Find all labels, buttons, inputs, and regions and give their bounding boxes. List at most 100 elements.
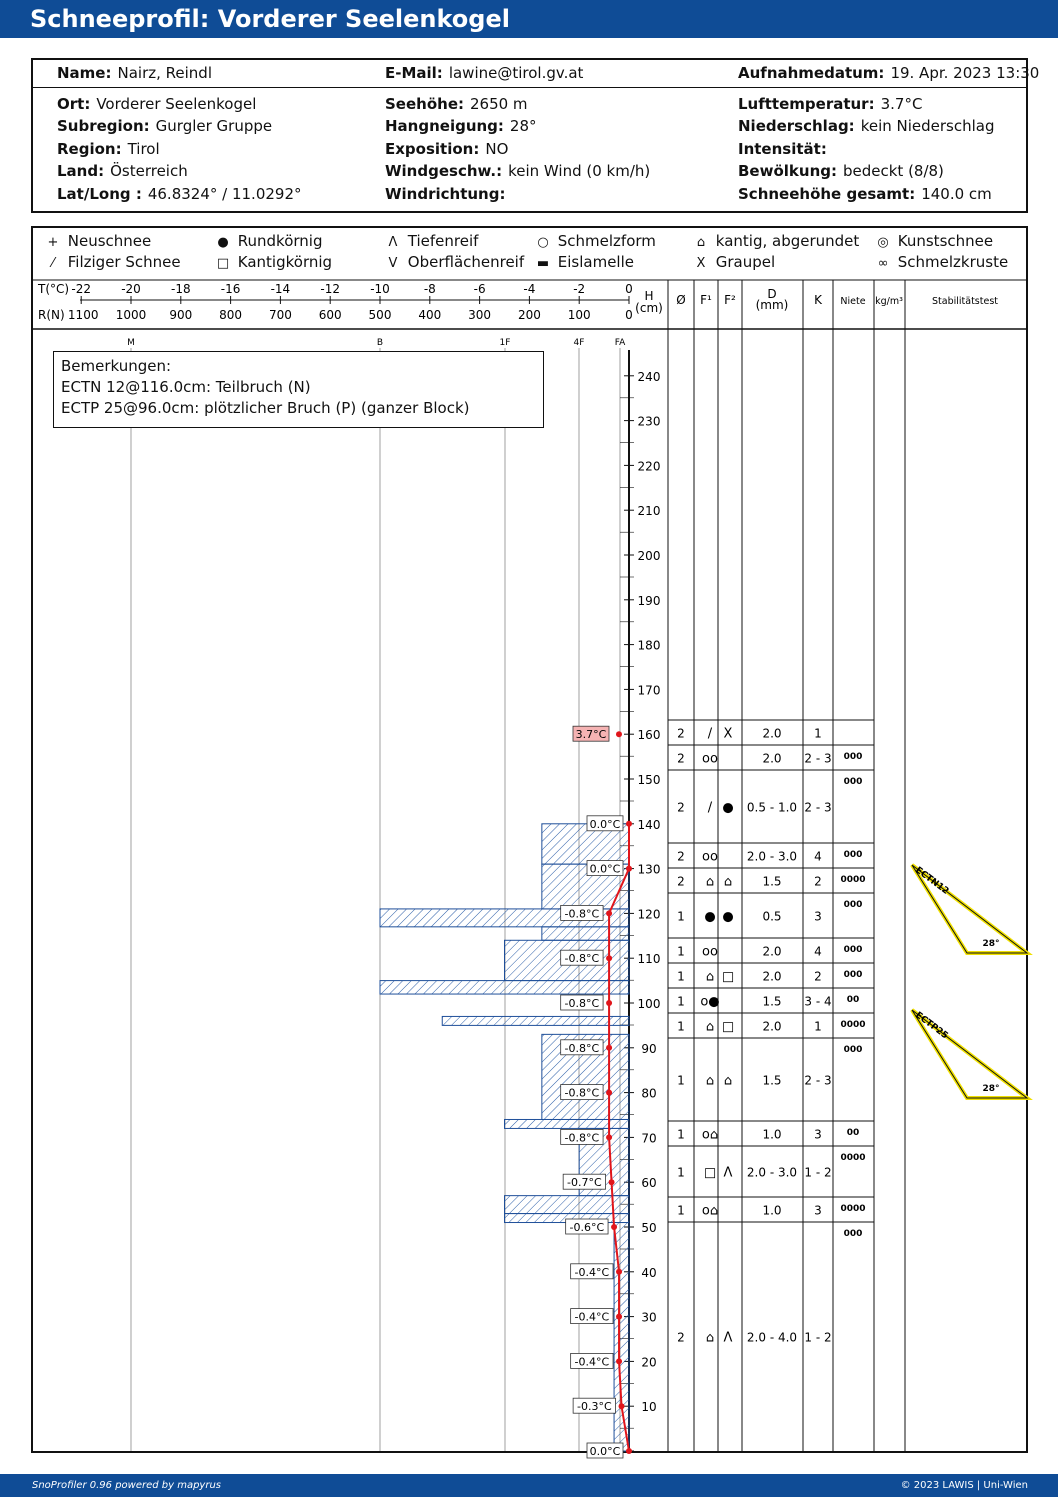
- res-tick-label: 800: [219, 308, 242, 322]
- layer-grain-form-2: Λ: [724, 1331, 733, 1346]
- legend-symbol-icon: ◎: [877, 235, 889, 250]
- page-title: Schneeprofil: Vorderer Seelenkogel: [0, 0, 1058, 38]
- field-subregion: Subregion:Gurgler Gruppe: [57, 117, 273, 135]
- temp-tick-label: -16: [221, 282, 241, 296]
- layer-hardness: 2 - 3: [804, 752, 831, 766]
- temperature-label: -0.8°C: [565, 952, 600, 965]
- height-tick-label: 150: [638, 773, 661, 787]
- temperature-point: [626, 865, 632, 872]
- temperature-label: -0.4°C: [575, 1266, 610, 1279]
- height-tick-label: 180: [638, 639, 661, 653]
- res-tick-label: 200: [518, 308, 541, 322]
- legend-item: Λ Tiefenreif: [383, 232, 479, 250]
- layer-moisture: 1: [677, 910, 685, 924]
- temperature-point: [626, 820, 632, 827]
- height-tick-label: 210: [638, 504, 661, 518]
- height-tick-label: 240: [638, 370, 661, 384]
- temperature-point: [616, 1358, 623, 1365]
- remarks-box: Bemerkungen: ECTN 12@116.0cm: Teilbruch …: [53, 351, 544, 428]
- layer-niete: 000: [844, 850, 863, 860]
- hardness-layer-bar: [504, 1118, 630, 1129]
- stability-test-outline: [911, 1009, 1029, 1099]
- res-tick-label: 100: [568, 308, 591, 322]
- layer-hardness: 1: [814, 727, 822, 741]
- temperature-label-box: [560, 1084, 604, 1100]
- temperature-label: -0.4°C: [575, 1311, 610, 1324]
- field-seehoehe: Seehöhe:2650 m: [385, 95, 528, 113]
- legend-symbol-icon: ⁄: [51, 256, 55, 271]
- layer-niete: 000: [844, 1229, 863, 1239]
- res-tick-label: 1100: [68, 308, 99, 322]
- legend-label: Schmelzkruste: [893, 253, 1009, 271]
- layer-grain-form-1: oo: [702, 850, 718, 865]
- layer-grain-form-2: ●: [722, 801, 733, 816]
- temperature-point: [606, 910, 613, 917]
- field-email: E-Mail:lawine@tirol.gv.at: [385, 64, 584, 82]
- layer-grain-form-1: o⌂: [702, 1128, 718, 1143]
- height-tick-label: 110: [638, 952, 661, 966]
- layer-niete: 0000: [840, 1020, 865, 1030]
- layer-moisture: 2: [677, 850, 685, 864]
- layer-hardness: 2 - 3: [804, 1074, 831, 1088]
- layer-niete: 0000: [840, 1204, 865, 1214]
- layer-hardness: 3 - 4: [804, 995, 831, 1009]
- field-ort: Ort:Vorderer Seelenkogel: [57, 95, 257, 113]
- layer-grain-form-2: □: [722, 970, 734, 985]
- layer-moisture: 1: [677, 970, 685, 984]
- temperature-point: [606, 955, 613, 962]
- layer-moisture: 1: [677, 1020, 685, 1034]
- height-tick-label: 70: [641, 1131, 656, 1145]
- temp-tick-label: -6: [474, 282, 486, 296]
- legend-symbol-icon: X: [696, 256, 706, 271]
- height-tick-label: 30: [641, 1311, 656, 1325]
- field-windgeschw: Windgeschw.:kein Wind (0 km/h): [385, 162, 651, 180]
- temp-tick-label: -20: [121, 282, 141, 296]
- temperature-point: [618, 1403, 625, 1410]
- legend-label: Schmelzform: [553, 232, 656, 250]
- temperature-label: 0.0°C: [590, 1445, 621, 1458]
- layer-hardness: 1: [814, 1020, 822, 1034]
- layer-grain-form-1: oo: [702, 752, 718, 767]
- height-tick-label: 80: [641, 1087, 656, 1101]
- height-tick-label: 20: [641, 1355, 656, 1369]
- layer-grain-size: 2.0 - 4.0: [747, 1331, 797, 1345]
- layer-moisture: 1: [677, 995, 685, 1009]
- res-tick-label: 900: [169, 308, 192, 322]
- field-name: Name:Nairz, Reindl: [57, 64, 212, 82]
- temperature-label-box: [565, 1218, 609, 1235]
- layer-hardness: 2: [814, 875, 822, 889]
- hardness-mark-label: M: [127, 338, 135, 348]
- layer-moisture: 1: [677, 1204, 685, 1218]
- field-exposition: Exposition:NO: [385, 140, 509, 158]
- remarks-line-1: ECTN 12@116.0cm: Teilbruch (N): [61, 378, 311, 396]
- layer-grain-form-1: o●: [700, 995, 719, 1010]
- height-tick-label: 100: [638, 997, 661, 1011]
- height-axis-label: H: [644, 289, 653, 303]
- layer-niete: 0000: [840, 875, 865, 885]
- height-tick-label: 40: [641, 1266, 656, 1280]
- layer-moisture: 2: [677, 727, 685, 741]
- column-header: K: [814, 293, 823, 307]
- layer-grain-form-2: ●: [722, 910, 733, 925]
- temperature-label: -0.6°C: [570, 1221, 605, 1234]
- legend-symbol-icon: □: [216, 256, 230, 271]
- layer-grain-form-1: /: [708, 727, 713, 742]
- stability-test-outline: [911, 864, 1029, 954]
- layer-grain-size: 1.5: [762, 875, 781, 889]
- layer-hardness: 3: [814, 910, 822, 924]
- layer-niete: 0000: [840, 1153, 865, 1163]
- temperature-label-box: [560, 905, 604, 921]
- temperature-label-box: [560, 949, 604, 966]
- layer-grain-form-1: ⌂: [706, 875, 714, 890]
- temperature-label-box: [586, 860, 624, 876]
- layer-hardness: 4: [814, 945, 822, 959]
- temperature-label: -0.8°C: [565, 1131, 600, 1144]
- layer-grain-form-2: ⌂: [724, 875, 732, 890]
- legend-label: Graupel: [711, 253, 776, 271]
- hardness-layer-bar: [541, 926, 630, 941]
- layer-moisture: 1: [677, 1128, 685, 1142]
- res-tick-label: 300: [468, 308, 491, 322]
- temperature-label-box: [572, 1397, 616, 1414]
- temperature-point: [606, 1000, 613, 1006]
- temperature-label-box: [586, 815, 624, 832]
